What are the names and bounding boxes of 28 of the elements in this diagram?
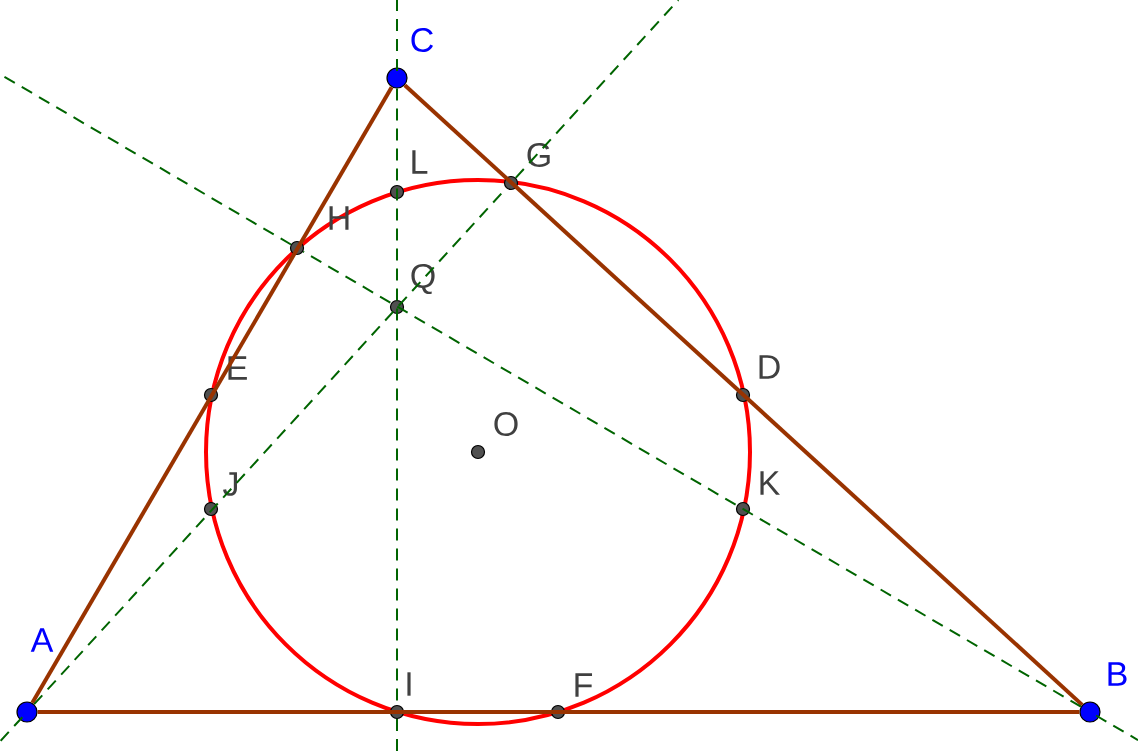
- point: C: [386, 27, 433, 89]
- node-label: O: [494, 411, 518, 437]
- point: I: [389, 672, 411, 720]
- node-label: C: [411, 27, 433, 53]
- point: F: [550, 673, 592, 720]
- point: Q: [389, 263, 435, 315]
- point: O: [470, 411, 518, 460]
- triangle-side: [37, 710, 1080, 714]
- node-label: K: [760, 471, 780, 495]
- point: A: [16, 628, 54, 723]
- node-label: J: [223, 472, 237, 496]
- node-label: A: [30, 628, 54, 652]
- node-label: G: [527, 142, 550, 168]
- point: D: [735, 355, 780, 403]
- node-label: D: [759, 355, 780, 379]
- node-label: F: [575, 673, 593, 697]
- point: J: [203, 472, 237, 517]
- triangle-side: [403, 83, 1084, 707]
- point: B: [1079, 662, 1127, 723]
- altitude-line: [302, 250, 1082, 708]
- node-label: I: [407, 672, 411, 696]
- node-label: L: [412, 150, 428, 174]
- triangle-side: [30, 86, 394, 704]
- node-label: B: [1108, 662, 1127, 686]
- point: L: [389, 150, 428, 200]
- point: K: [735, 471, 780, 517]
- node-label: Q: [411, 263, 435, 295]
- point: G: [503, 142, 550, 191]
